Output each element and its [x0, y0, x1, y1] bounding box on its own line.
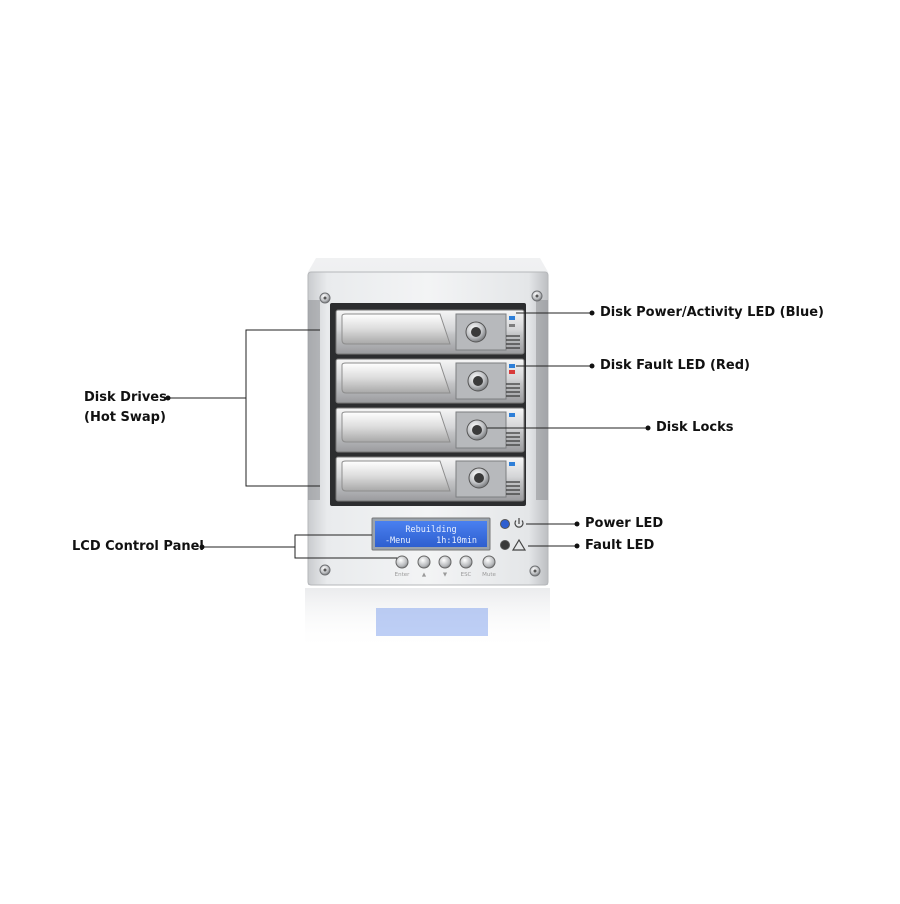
fault-led-red-icon	[509, 370, 515, 374]
callout-hot-swap: (Hot Swap)	[84, 410, 166, 425]
drive-tray-4[interactable]	[335, 456, 525, 502]
callout-lcd-control-panel: LCD Control Panel	[72, 539, 204, 554]
disk-lock-icon[interactable]	[468, 467, 490, 489]
callout-disk-drives: Disk Drives	[84, 390, 167, 405]
lcd-control-panel: Rebuilding -Menu 1h:10min	[371, 517, 491, 551]
callout-dot-icon	[574, 521, 580, 527]
control-buttons: Enter ▲ ▼ ESC Mute	[395, 555, 496, 578]
callout-disk-fault-led: Disk Fault LED (Red)	[600, 358, 750, 373]
up-button[interactable]	[417, 555, 431, 569]
leader-lines	[165, 310, 651, 559]
mute-button[interactable]	[482, 555, 496, 569]
callout-dot-icon	[574, 543, 580, 549]
callout-dot-icon	[589, 363, 595, 369]
callout-dot-icon	[199, 544, 205, 550]
callout-power-led: Power LED	[585, 516, 664, 531]
screw-icon	[529, 565, 541, 577]
lcd-screen	[375, 521, 487, 547]
callout-dot-icon	[165, 395, 171, 401]
button-label-down: ▼	[443, 572, 448, 578]
callout-fault-led: Fault LED	[585, 538, 655, 553]
drive-tray-3[interactable]	[335, 407, 525, 453]
callout-dot-icon	[589, 310, 595, 316]
warning-triangle-icon	[511, 538, 527, 551]
screw-icon	[319, 564, 331, 576]
screws	[319, 290, 543, 577]
disk-drives-bracket	[245, 329, 320, 487]
down-button[interactable]	[438, 555, 452, 569]
device-reflection	[305, 588, 550, 650]
button-label-up: ▲	[422, 572, 427, 578]
activity-led-icon	[509, 462, 515, 466]
button-label-enter: Enter	[395, 572, 411, 578]
callout-disk-locks: Disk Locks	[656, 420, 734, 435]
callout-disk-power-activity-led: Disk Power/Activity LED (Blue)	[600, 305, 824, 320]
power-icon	[514, 518, 524, 528]
activity-led-icon	[509, 364, 515, 368]
button-label-mute: Mute	[482, 572, 496, 578]
disk-lock-icon[interactable]	[467, 370, 489, 392]
esc-button[interactable]	[459, 555, 473, 569]
status-leds	[500, 518, 527, 551]
screw-icon	[531, 290, 543, 302]
callout-dot-icon	[645, 425, 651, 431]
disk-lock-icon[interactable]	[465, 321, 487, 343]
enter-button[interactable]	[395, 555, 409, 569]
screw-icon	[319, 292, 331, 304]
activity-led-icon	[509, 413, 515, 417]
lcd-line-2: -Menu 1h:10min	[385, 536, 477, 546]
fault-led	[500, 540, 510, 550]
lcd-line-1: Rebuilding	[405, 525, 456, 535]
power-led	[500, 519, 510, 529]
disk-lock-icon[interactable]	[466, 419, 488, 441]
drive-tray-1[interactable]	[335, 309, 525, 355]
activity-led-icon	[509, 316, 515, 320]
button-label-esc: ESC	[461, 572, 472, 578]
drive-tray-2[interactable]	[335, 358, 525, 404]
